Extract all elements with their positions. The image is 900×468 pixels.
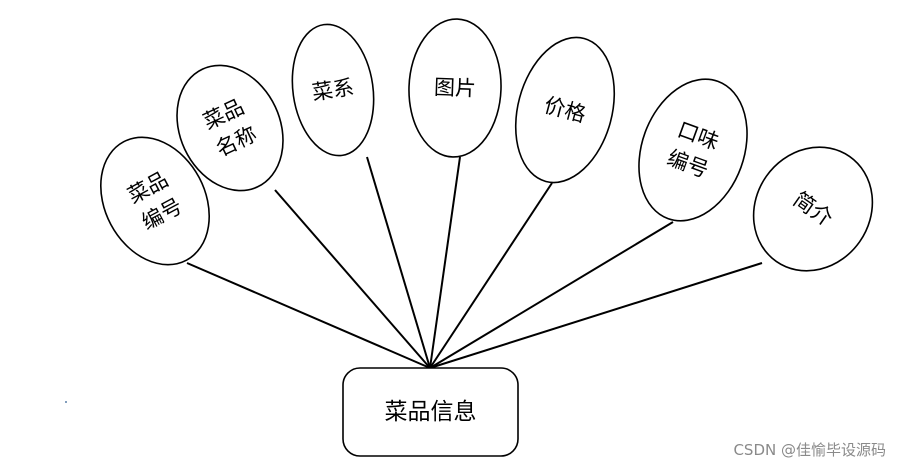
attribute-ellipse-cuisine (291, 23, 375, 157)
connector-dish-number (186, 262, 431, 369)
attribute-ellipse-dish-number (99, 136, 211, 266)
attribute-ellipse-intro (752, 146, 874, 272)
connector-cuisine (366, 156, 431, 369)
attribute-price: 价格 (514, 36, 616, 184)
connectors (186, 156, 763, 369)
attribute-ellipse-flavor-number (638, 78, 748, 222)
attribute-ellipse-dish-name (176, 64, 284, 192)
watermark: CSDN @佳愉毕设源码 (733, 441, 886, 459)
attribute-label-picture-1: 图片 (434, 75, 477, 100)
connector-price (429, 182, 553, 369)
connector-flavor-number (429, 221, 674, 369)
attribute-picture: 图片 (408, 18, 502, 158)
connector-picture (429, 156, 461, 369)
entity-box (342, 367, 519, 457)
attribute-intro: 简介 (752, 146, 874, 272)
attribute-cuisine: 菜系 (291, 23, 375, 157)
connector-intro (429, 262, 763, 369)
attribute-ellipse-price (514, 36, 616, 184)
entity-label: 菜品信息 (385, 399, 477, 425)
attribute-label-cuisine-1: 菜系 (311, 75, 356, 105)
attribute-ellipse-picture (408, 18, 502, 158)
connector-dish-name (274, 189, 431, 369)
stray-dot (65, 401, 67, 403)
